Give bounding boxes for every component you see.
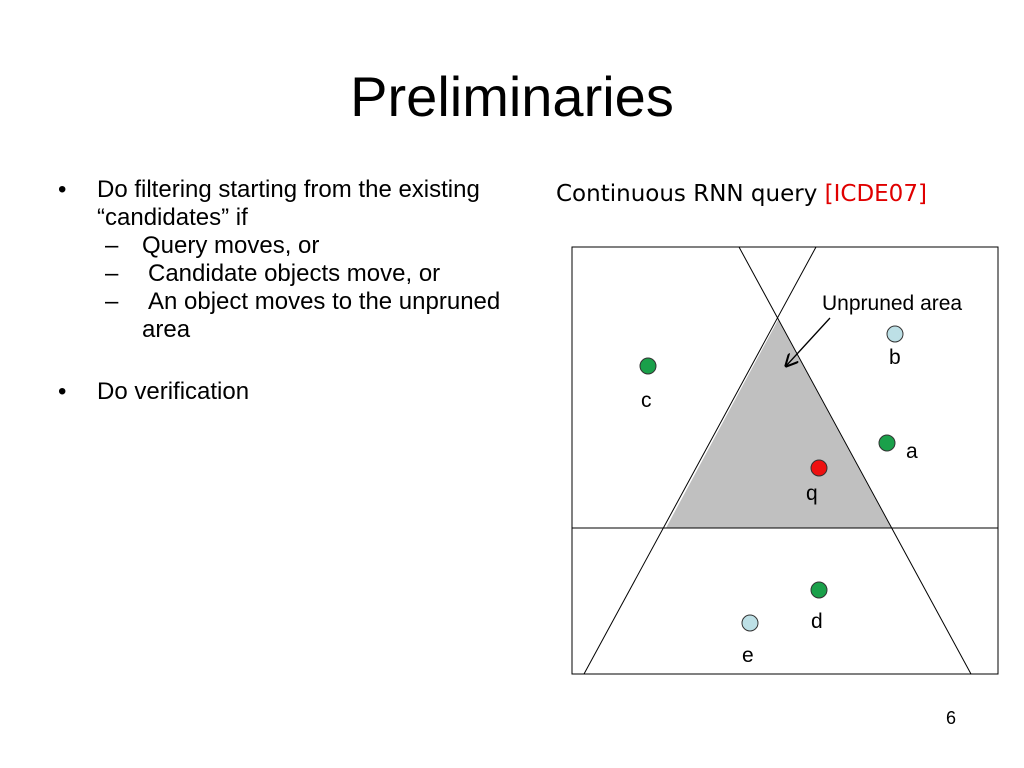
caption-text: Continuous RNN query (556, 181, 818, 207)
point-d (810, 581, 828, 599)
figure-caption: Continuous RNN query [ICDE07] (556, 176, 1006, 212)
point-c (639, 357, 657, 375)
sub-bullet-candidates-move: – Candidate objects move, or (58, 260, 528, 288)
bullet-verification-text: Do verification (97, 378, 250, 405)
bullet-dot: • (58, 176, 67, 203)
bullet-filtering-text: Do filtering starting from the existing … (97, 176, 480, 231)
sub-bullet-dash: – (105, 232, 119, 259)
point-e (741, 614, 759, 632)
sub-bullet-object-moves: – An object moves to the unpruned area (58, 288, 528, 344)
point-a-label: a (906, 440, 918, 463)
sub-bullet-text: Query moves, or (142, 232, 320, 259)
annotation-arrow (786, 317, 831, 366)
sub-bullet-dash: – (105, 260, 119, 287)
page-number: 6 (946, 708, 957, 728)
point-d-label: d (811, 610, 823, 633)
sub-bullet-text: An object moves to the unpruned area (142, 288, 501, 343)
point-b (886, 325, 904, 343)
sub-bullet-text: Candidate objects move, or (148, 260, 441, 287)
point-q-label: q (806, 482, 818, 505)
bullet-verification: • Do verification (58, 378, 528, 406)
unpruned-area (666, 320, 891, 528)
slide-title: Preliminaries (350, 65, 674, 128)
point-b-label: b (889, 346, 901, 369)
sub-bullet-query-moves: – Query moves, or (58, 232, 528, 260)
bullet-filtering: • Do filtering starting from the existin… (58, 176, 528, 232)
space-boundary (571, 246, 999, 675)
bullet-list: • Do filtering starting from the existin… (58, 176, 528, 406)
annotation-label: Unpruned area (822, 292, 962, 315)
sub-bullet-dash: – (105, 288, 119, 315)
pruning-line-right (738, 246, 972, 675)
caption-reference: [ICDE07] (824, 181, 927, 207)
bullet-dot: • (58, 378, 67, 405)
point-a (878, 434, 896, 452)
point-e-label: e (742, 644, 754, 667)
point-q (810, 459, 828, 477)
point-c-label: c (641, 389, 652, 412)
